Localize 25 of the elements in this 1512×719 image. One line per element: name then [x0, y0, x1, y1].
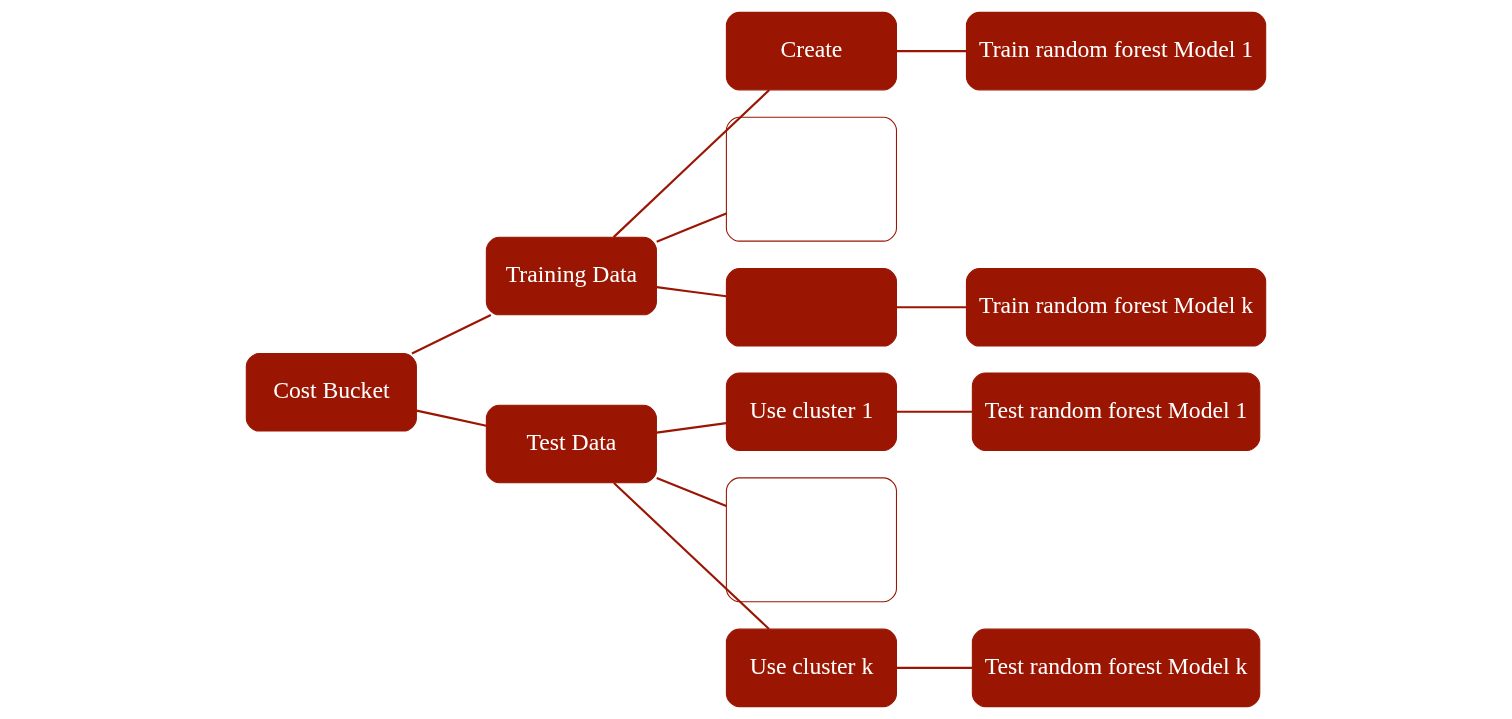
connector	[896, 666, 973, 669]
connector	[896, 410, 973, 413]
connector	[656, 422, 727, 434]
node-box: Cost Bucket	[245, 353, 417, 432]
node-box: Create	[725, 11, 897, 91]
node-box: Train random forest Model k	[965, 268, 1267, 347]
connector	[896, 306, 967, 309]
node-box: Train random forest Model 1	[965, 11, 1267, 91]
node-box: Test random forest Model 1	[971, 372, 1261, 451]
connector	[612, 89, 771, 238]
connector	[656, 286, 727, 298]
node-box: Test random forest Model k	[971, 628, 1261, 708]
connector	[896, 50, 967, 53]
node-box	[725, 477, 897, 603]
connector	[656, 212, 727, 243]
node-box: Use cluster k	[725, 628, 897, 708]
connector	[613, 482, 770, 630]
connector	[416, 409, 487, 427]
node-box	[725, 116, 897, 242]
node-box	[725, 268, 897, 347]
connector	[656, 476, 727, 507]
node-box: Test Data	[485, 404, 657, 484]
node-box: Use cluster 1	[725, 372, 897, 451]
node-box: Training Data	[485, 236, 657, 316]
connector	[411, 313, 492, 355]
